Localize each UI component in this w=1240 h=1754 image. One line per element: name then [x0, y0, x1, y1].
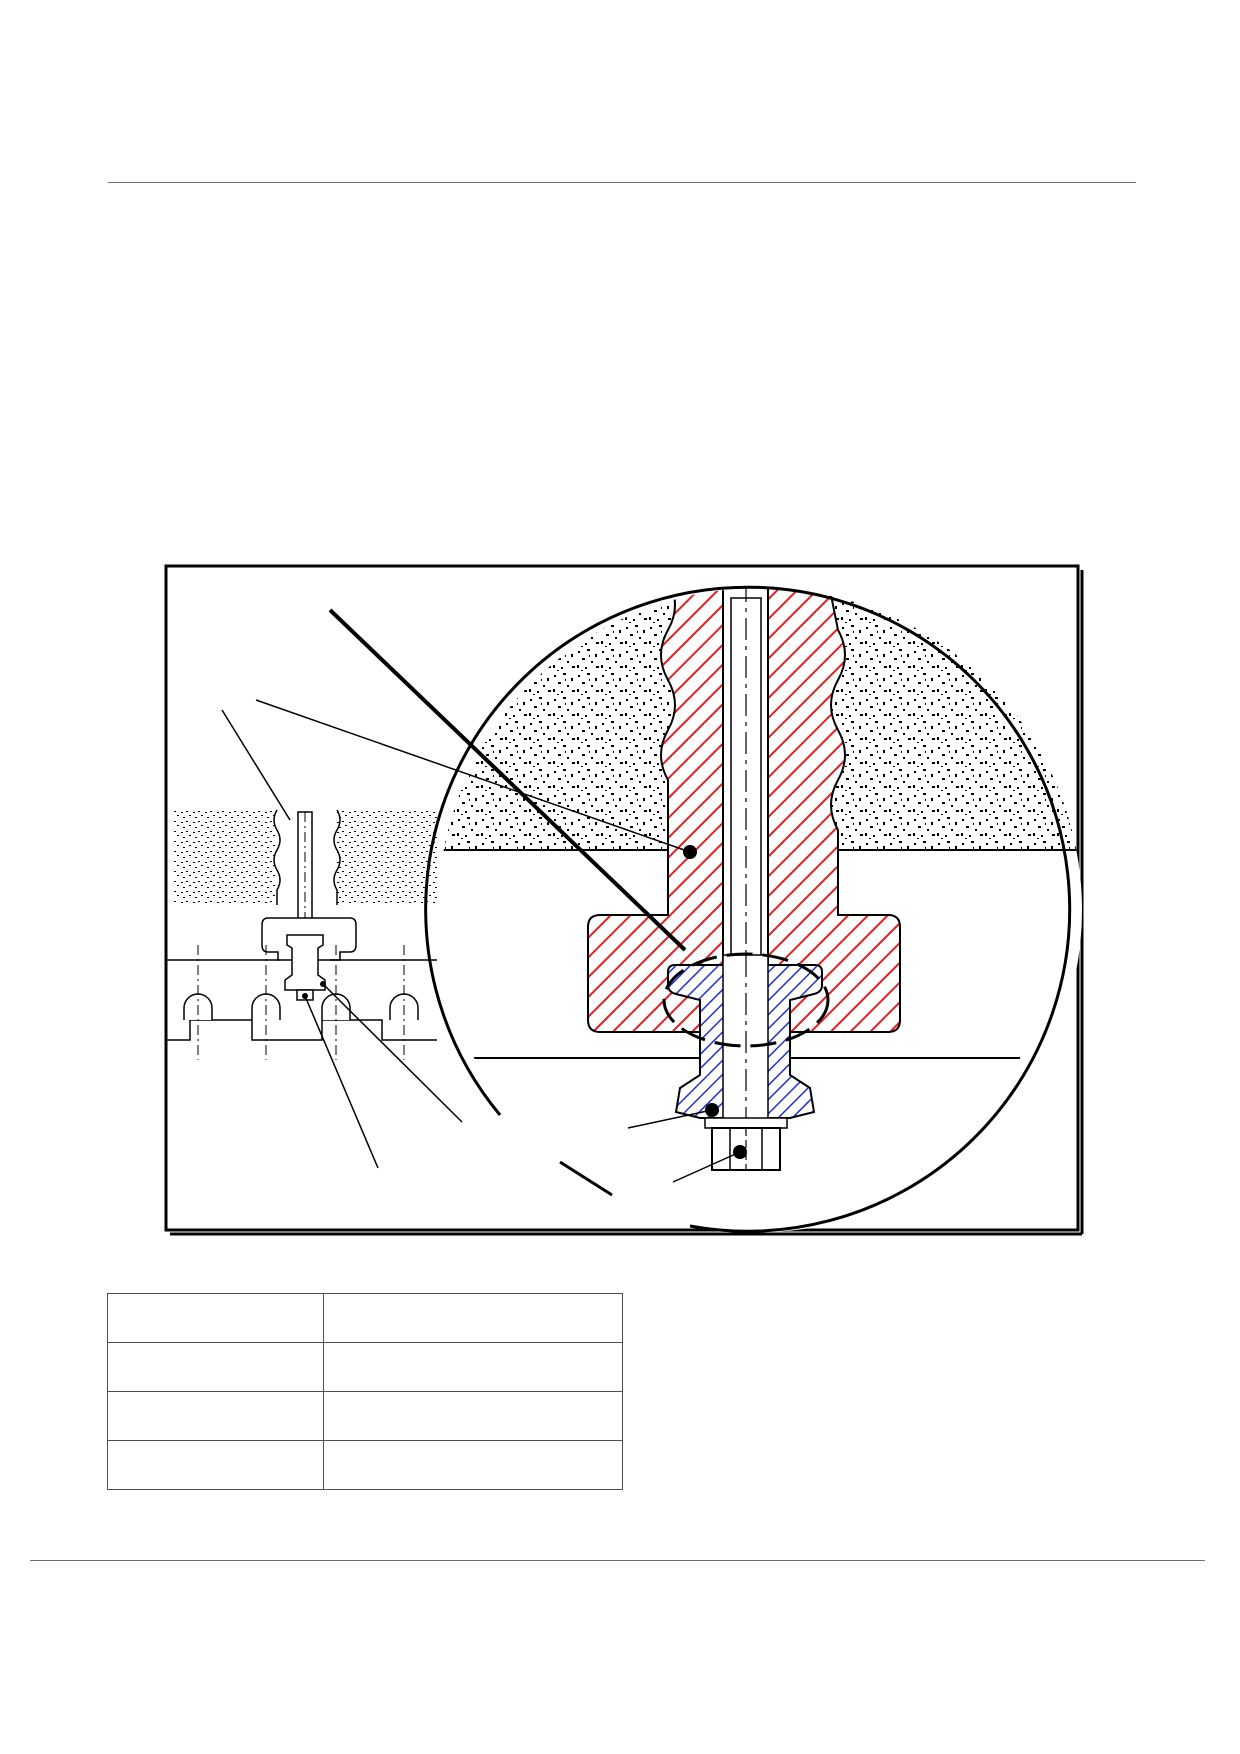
table-cell — [107, 1293, 324, 1343]
table-cell — [323, 1391, 623, 1441]
header-rule — [108, 182, 1136, 183]
leader-lines — [221, 608, 741, 1183]
table-cell — [107, 1342, 324, 1392]
table-cell — [323, 1440, 623, 1490]
overview-drawing — [165, 808, 437, 1060]
table-cell — [107, 1391, 324, 1441]
table-cell — [323, 1342, 623, 1392]
table-row — [107, 1391, 623, 1441]
legend-table — [107, 1293, 623, 1490]
table-row — [107, 1440, 623, 1490]
footer-rule — [30, 1560, 1205, 1561]
table-cell — [323, 1293, 623, 1343]
table-row — [107, 1342, 623, 1392]
table-cell — [107, 1440, 324, 1490]
table-row — [107, 1293, 623, 1343]
